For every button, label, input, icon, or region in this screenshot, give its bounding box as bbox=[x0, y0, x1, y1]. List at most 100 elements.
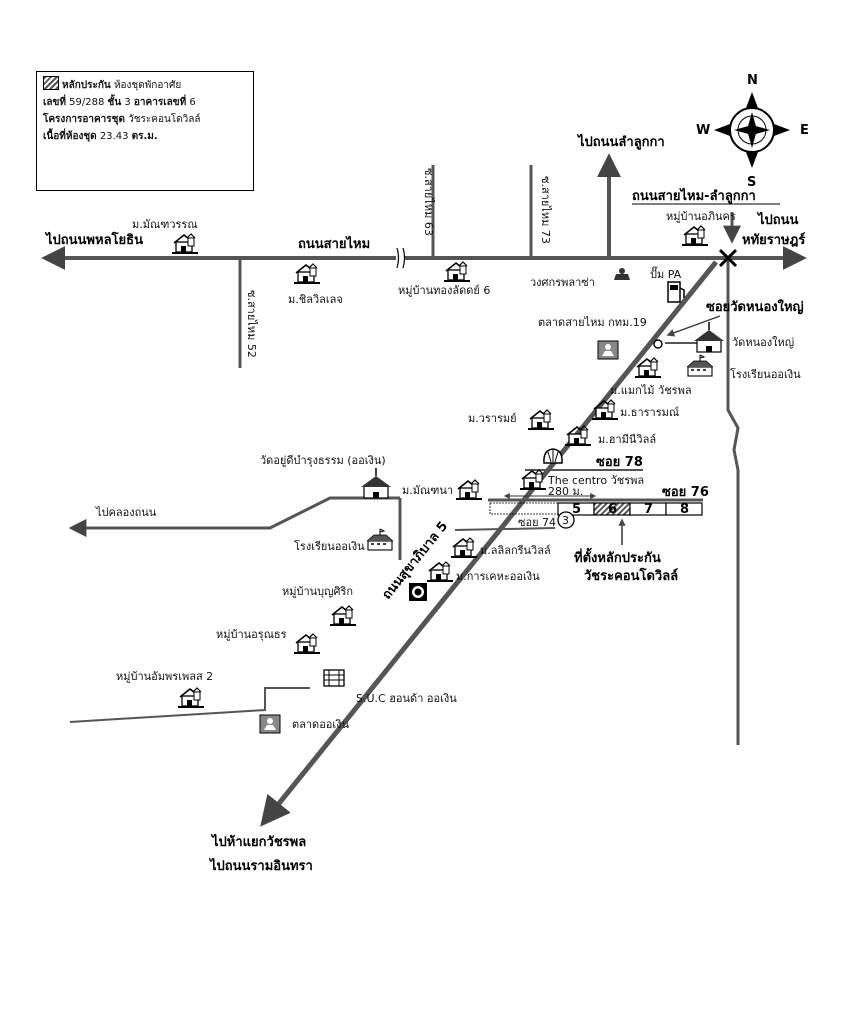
house-icon-hamani bbox=[564, 425, 592, 446]
soi-nong-yai-pointer bbox=[666, 315, 721, 337]
market-icon-or-ngoen bbox=[259, 714, 281, 734]
distance-label: 280 ม. bbox=[548, 485, 583, 498]
label-to-watcharaphon: ไปห้าแยกวัชรพล bbox=[210, 833, 306, 850]
label-sai-mai-lam-luk-ka: ถนนสายไหม-ลำลูกกา bbox=[632, 187, 756, 204]
shell-station-icon bbox=[543, 448, 563, 464]
label-soi-73: ซ.สายไหม 73 bbox=[539, 176, 552, 244]
label-centro: The centro วัชรพล bbox=[547, 474, 644, 487]
label-market-or-ngoen: ตลาดออเงิน bbox=[292, 718, 350, 731]
compass-w: W bbox=[696, 123, 710, 138]
project-value: วัชระคอนโดวิลล์ bbox=[128, 114, 201, 125]
floor-value: 3 bbox=[124, 97, 131, 108]
label-hathai-rat: หทัยราษฎร์ bbox=[742, 232, 805, 248]
hathai-rat-road bbox=[726, 258, 740, 745]
area-value: 23.43 bbox=[99, 131, 129, 142]
house-icon-amporn bbox=[177, 687, 205, 708]
hatch-icon bbox=[43, 76, 59, 90]
label-to-road: ไปถนน bbox=[756, 211, 799, 228]
label-wongsakorn: วงศกรพลาซ่า bbox=[530, 276, 595, 289]
label-to-ram-intra: ไปถนนรามอินทรา bbox=[208, 857, 313, 874]
house-icon-silvillage bbox=[293, 263, 321, 284]
unit-value: 59/288 bbox=[69, 97, 105, 108]
plaza-icon bbox=[614, 268, 630, 280]
area-unit: ตร.ม. bbox=[131, 131, 158, 142]
label-wat-nong-yai: วัดหนองใหญ่ bbox=[732, 336, 794, 349]
circle-marker bbox=[557, 511, 575, 529]
label-karakeha: ม.การเคหะออเงิน bbox=[456, 570, 540, 583]
compass-n: N bbox=[747, 73, 758, 88]
dealer-icon bbox=[323, 669, 345, 687]
floor-label: ชั้น bbox=[107, 97, 122, 108]
temple-icon-nong-yai bbox=[693, 321, 725, 353]
compass-s: S bbox=[747, 175, 756, 190]
label-lalil: ม.ลลิลกรีนวิลล์ bbox=[480, 544, 551, 557]
unit-label: เลขที่ bbox=[43, 97, 66, 108]
legend-box: หลักประกัน ห้องชุดพักอาศัย เลขที่ 59/288… bbox=[36, 71, 254, 191]
legend-title-rest: ห้องชุดพักอาศัย bbox=[113, 80, 182, 91]
legend-area-row: เนื้อที่ห้องชุด 23.43 ตร.ม. bbox=[43, 128, 247, 145]
label-thararom: ม.ธารารมณ์ bbox=[620, 406, 679, 419]
round-marker-icon bbox=[409, 583, 427, 601]
label-mantana: ม.มัณฑนา bbox=[402, 484, 453, 497]
fuel-pump-icon bbox=[667, 281, 685, 303]
house-icon-mantana bbox=[455, 479, 483, 500]
intersection-icon bbox=[718, 248, 738, 268]
label-collateral-project: วัชระคอนโดวิลล์ bbox=[584, 567, 678, 584]
house-icon-waraporn bbox=[527, 409, 555, 430]
area-label: เนื้อที่ห้องชุด bbox=[43, 131, 97, 142]
label-soi-52: ซ.สายไหม 52 bbox=[245, 290, 258, 358]
amporn-road bbox=[69, 687, 310, 723]
school-icon-or-ngoen-2 bbox=[366, 528, 394, 551]
label-wat-yudee: วัดอยู่ดีบำรุงธรรม (ออเงิน) bbox=[260, 454, 386, 467]
label-hamani: ม.ฮามีนีวิลล์ bbox=[598, 433, 656, 446]
label-to-lam-luk-ka: ไปถนนลำลูกกา bbox=[576, 133, 665, 150]
building-7-label: 7 bbox=[644, 502, 653, 517]
building-6-label: 6 bbox=[608, 502, 617, 517]
label-amporn: หมู่บ้านอัมพรเพลส 2 bbox=[116, 670, 213, 683]
label-thonglad: หมู่บ้านทองลัดดย์ 6 bbox=[398, 284, 490, 297]
label-to-khlong-thanon: ไปคลองถนน bbox=[95, 506, 157, 519]
tree-icon bbox=[653, 339, 663, 349]
building-5-label: 5 bbox=[572, 502, 581, 517]
label-boonsirik: หมู่บ้านบุญศิริก bbox=[282, 585, 353, 598]
house-icon-centro bbox=[519, 469, 547, 490]
house-icon-manthawan bbox=[171, 233, 199, 254]
label-soi-78: ซอย 78 bbox=[596, 455, 643, 470]
compass-e: E bbox=[800, 123, 809, 138]
label-to-phahonyothin: ไปถนนพหลโยธิน bbox=[44, 231, 143, 248]
house-icon-boonsirik bbox=[329, 605, 357, 626]
label-school-2: โรงเรียนออเงิน bbox=[294, 539, 365, 553]
sai-mai-road bbox=[41, 246, 807, 270]
house-icon-karakeha bbox=[426, 561, 454, 582]
label-arunthorn: หมู่บ้านอรุณธร bbox=[216, 628, 287, 641]
label-soi-74: ซอย 74 bbox=[518, 516, 556, 529]
label-maekmai: ม.แมกไม้ วัชรพล bbox=[610, 384, 692, 397]
label-silvillage: ม.ชิลวิลเลจ bbox=[288, 293, 343, 306]
label-soi-63: ซ.สายไหม 63 bbox=[422, 168, 435, 236]
building-8-label: 8 bbox=[680, 502, 689, 517]
building-8 bbox=[665, 502, 703, 516]
building-value: 6 bbox=[189, 97, 196, 108]
compass-rose-icon bbox=[714, 92, 790, 168]
label-manthawan: ม.มัณฑวรรณ bbox=[132, 218, 198, 231]
sukhaphiban-5-road bbox=[260, 260, 718, 827]
label-sai-mai: ถนนสายไหม bbox=[298, 235, 370, 252]
label-suc: S.U.C ฮอนด้า ออเงิน bbox=[356, 692, 457, 705]
label-soi-76: ซอย 76 bbox=[662, 485, 709, 500]
building-label: อาคารเลขที่ bbox=[133, 97, 187, 108]
label-soi-nong-yai: ซอยวัดหนองใหญ่ bbox=[706, 298, 804, 315]
house-icon-thonglad bbox=[443, 261, 471, 282]
temple-icon-yudee bbox=[360, 467, 392, 499]
legend-title-row: หลักประกัน ห้องชุดพักอาศัย bbox=[43, 76, 247, 94]
house-icon-ainkorn bbox=[681, 225, 709, 246]
legend-title: หลักประกัน bbox=[62, 80, 111, 91]
label-waraporn: ม.วรารมย์ bbox=[468, 412, 517, 425]
label-market-sai-mai: ตลาดสายไหม กทม.19 bbox=[538, 316, 647, 329]
circle-marker-label: 3 bbox=[562, 514, 569, 527]
legend-unit-row: เลขที่ 59/288 ชั้น 3 อาคารเลขที่ 6 bbox=[43, 94, 247, 111]
label-collateral: ที่ตั้งหลักประกัน bbox=[574, 547, 661, 566]
market-icon-sai-mai bbox=[597, 340, 619, 360]
legend-project-row: โครงการอาคารชุด วัชระคอนโดวิลล์ bbox=[43, 111, 247, 128]
project-label: โครงการอาคารชุด bbox=[43, 114, 125, 125]
